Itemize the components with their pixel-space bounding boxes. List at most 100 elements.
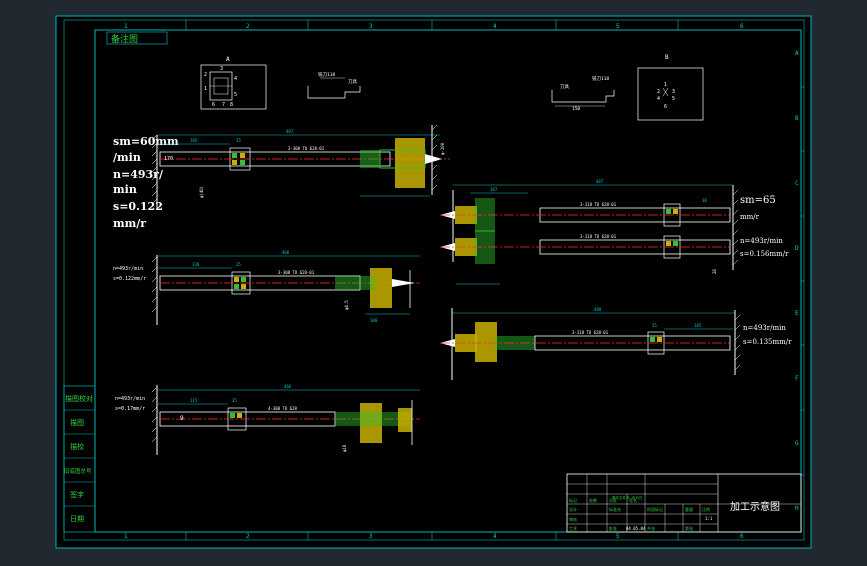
tb-cell-15: 共张 [647,525,655,531]
op3-dim-4: 4-308 TO 628 [268,406,297,411]
left-strip-3: 描校 [70,442,84,451]
tb-cell-14: 批准 [609,525,617,531]
row-label-b: B [795,115,799,122]
operation-4: sm=65 mm/r n=493r/min s=0.156mm/r 487 18… [440,179,789,285]
title-block-date: 04.05.04 [626,526,646,531]
tool-sketch-left-text2: 刀具 [348,79,357,85]
view-a-digit-7: 7 [222,102,225,108]
drawing-sheet [55,15,812,549]
left-strip-2: 描图 [70,418,84,427]
op1-param-2: /min [113,151,141,164]
col-label-bottom-4: 4 [493,533,497,540]
op5-dim-2: 3-318 TO 628-01 [572,330,609,335]
op4-param-2: mm/r [740,213,760,221]
op4-param-3: n=493r/min [740,237,783,245]
tb-cell-3: 分区 [609,497,617,503]
op5-dim-4: 185 [694,323,702,328]
op1-param-3: n=493r/ [113,168,164,181]
col-label-1: 1 [124,23,128,30]
row-label-e: E [795,310,799,317]
op5-dim-3: 35 [652,323,657,328]
tool-sketch-right-num: 150 [572,106,580,112]
tool-sketch-right-text1: 铣刀118 [592,75,609,82]
tb-cell-8: 标准化 [609,506,621,512]
left-strip-table: 描图校对 描图 描校 旧底图总号 签字 日期 [63,385,96,533]
title-block-sheet-no: 1:1 [705,516,713,521]
view-a-label: A [226,56,230,63]
op4-dim-1: 487 [596,179,604,184]
row-label-d: D [795,245,799,252]
tb-cell-6: 年月日 [632,495,643,500]
top-label: 备注图 [111,33,138,45]
view-a-digit-8: 8 [230,102,233,108]
op3-dim-3: 35 [232,398,237,403]
op1-dim-7: φ(40) [199,186,204,198]
op4-dim-4: 3-318 TO 628-01 [580,234,617,239]
tb-cell-2: 处数 [589,497,597,503]
tool-sketch-left: 铣刀118 刀具 [307,71,361,99]
view-b-digit-3: 3 [672,89,675,95]
row-label-f: F [795,375,799,382]
operation-2: n=493r/min s=0.122mm/r 466 138 35 3-308 … [113,250,420,325]
op2-dim-3: 35 [236,262,241,267]
view-a-digit-5: 5 [234,92,237,98]
view-b-digit-4: 4 [657,96,660,102]
op5-param-2: s=0.135mm/r [743,338,792,346]
title-block-title: 加工示意图 [730,500,780,513]
op1-param-4: min [113,183,137,196]
operation-3: n=493r/min s=0.17mm/r 466 115 35 4-308 T… [115,384,420,455]
op1-dim-5: φ-100 [440,142,445,155]
title-block: 加工示意图 1:1 标记 处数 分区 更改文件号 签名 年月日 设计 标准化 阶… [566,473,802,533]
view-a-digit-3: 1 [204,86,207,92]
op4-dim-2: 187 [490,187,498,192]
tb-cell-11: 比例 [702,506,710,512]
op1-dim-2: 185 [190,138,198,143]
col-label-4: 4 [493,23,497,30]
outer-frame [63,19,805,541]
op3-param-2: s=0.17mm/r [115,406,145,412]
row-label-g: G [795,440,799,447]
op1-dim-3: 35 [236,138,241,143]
col-label-bottom-1: 1 [124,533,128,540]
op1-dim-6: 170 [164,156,173,162]
view-b-label: B [665,54,669,61]
view-a-digit-4: 4 [234,76,237,82]
view-b-digit-5: 5 [672,96,675,102]
op3-dim-1: 466 [284,384,292,389]
view-a-digit-6: 6 [212,102,215,108]
op4-param-4: s=0.156mm/r [740,250,789,258]
left-strip-5: 签字 [70,490,84,499]
tb-cell-16: 第张 [685,525,693,531]
view-b: B 1 2 3 4 5 6 [637,54,704,121]
op4-dim-6: 28 [712,269,717,274]
view-a: A 2 3 1 4 5 6 7 8 [200,56,267,110]
view-a-digit-1: 2 [204,72,207,78]
op2-dim-4: 3-308 TO 628-01 [278,270,315,275]
op1-param-6: mm/r [113,217,146,230]
op3-param-1: n=493r/min [115,396,145,402]
tb-cell-10: 重量 [685,506,693,512]
op5-param-1: n=493r/min [743,324,786,332]
left-strip-4: 旧底图总号 [64,467,92,475]
view-b-digit-2: 2 [657,89,660,95]
op2-dim-5: φ4.5 [344,300,349,310]
op2-dim-6: 100 [370,318,378,323]
tb-cell-12: 审核 [569,516,577,522]
op4-param-1: sm=65 [740,195,776,206]
op2-dim-1: 466 [282,250,290,255]
col-label-6: 6 [740,23,744,30]
op2-dim-2: 138 [192,262,200,267]
row-label-h: H [795,505,799,512]
op2-param-1: n=493r/min [113,266,143,272]
op4-dim-3: 3-318 TO 628-01 [580,202,617,207]
tb-cell-1: 标记 [569,497,577,503]
col-label-bottom-2: 2 [246,533,250,540]
op5-dim-1: 488 [594,307,602,312]
tb-cell-4: 更改文件号 [612,495,630,500]
tool-sketch-right: 铣刀118 刀具 150 [551,75,615,112]
left-strip-1: 描图校对 [65,394,93,403]
operation-1: sm=60mm /min n=493r/ min s=0.122 mm/r 48… [113,124,450,230]
op1-param-1: sm=60mm [113,135,179,148]
